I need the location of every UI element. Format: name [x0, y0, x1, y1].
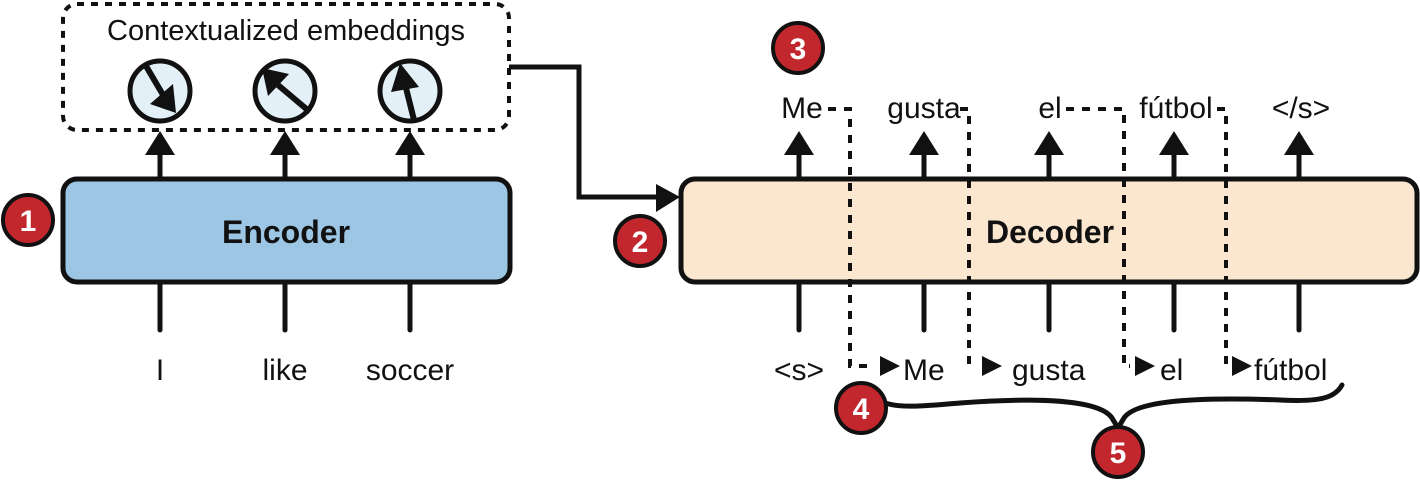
badge-number: 5 — [1110, 437, 1127, 470]
badge-2: 2 — [613, 214, 667, 268]
encoder-input-word: I — [156, 354, 164, 387]
decoder-input-word: <s> — [774, 354, 824, 387]
autoregressive-feedback-lines — [828, 107, 1232, 368]
embedding-2 — [252, 58, 318, 124]
decoder-input-word: Me — [903, 354, 945, 387]
decoder-output-word: </s> — [1272, 92, 1330, 125]
context-embeddings-title: Contextualized embeddings — [107, 15, 465, 47]
badge-number: 2 — [632, 226, 649, 259]
decoder-input-lines — [796, 279, 1302, 333]
decoder-input-word: gusta — [1012, 354, 1086, 387]
decoder-output-word: gusta — [887, 92, 961, 125]
decoder-output-arrows — [784, 131, 1314, 179]
badge-4: 4 — [834, 381, 888, 435]
badge-5: 5 — [1091, 425, 1145, 479]
arrow-up-icon — [391, 63, 419, 121]
decoder-input-word: fútbol — [1254, 354, 1327, 387]
arrow-up-left-icon — [262, 68, 312, 115]
decoder-output-word: Me — [781, 92, 823, 125]
decoder-output-word: el — [1038, 92, 1061, 125]
feedback-arrowheads — [880, 356, 1252, 376]
arrow-down-right-icon — [143, 64, 176, 113]
decoder-output-word: fútbol — [1139, 92, 1212, 125]
badge-number: 3 — [790, 33, 807, 66]
encoder-output-arrows — [145, 131, 425, 179]
badge-number: 4 — [853, 393, 870, 426]
curly-brace — [863, 382, 1345, 433]
embedding-1 — [127, 58, 193, 124]
decoder-label: Decoder — [986, 214, 1114, 250]
encoder-input-word: like — [262, 354, 307, 387]
encoder-input-lines — [157, 279, 413, 333]
encoder-input-word: soccer — [366, 354, 454, 387]
embedding-3 — [377, 58, 443, 124]
encoder-to-decoder-connector — [509, 64, 680, 212]
encoder-label: Encoder — [222, 214, 350, 250]
badge-number: 1 — [20, 205, 37, 238]
badge-1: 1 — [1, 193, 55, 247]
badge-3: 3 — [771, 21, 825, 75]
decoder-input-word: el — [1160, 354, 1183, 387]
